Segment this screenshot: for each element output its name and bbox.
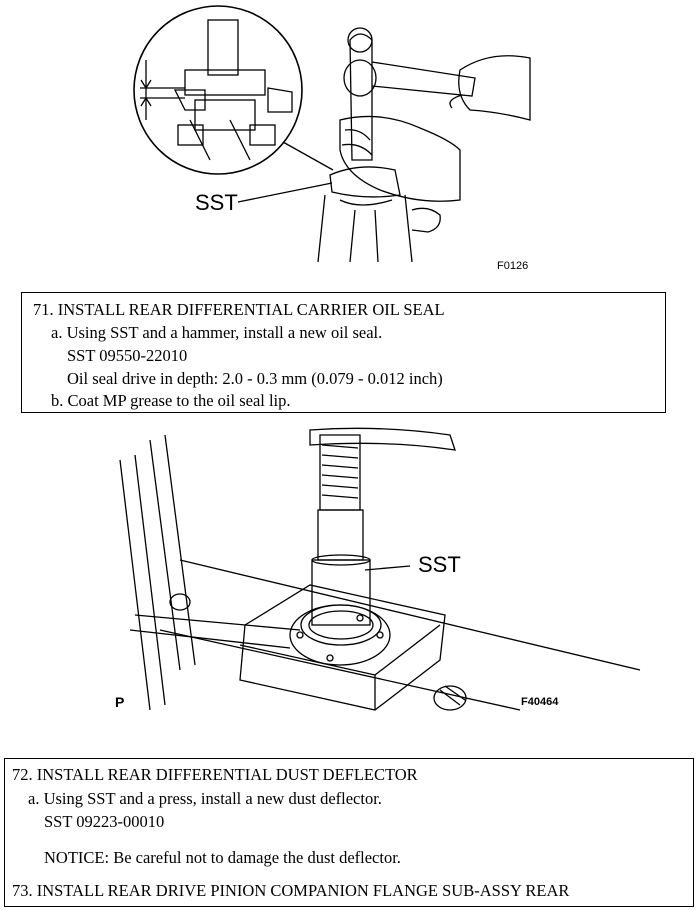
oil-seal-illustration — [133, 5, 531, 263]
dust-deflector-illustration — [119, 427, 641, 711]
step-73-heading: 73. INSTALL REAR DRIVE PINION COMPANION … — [12, 881, 570, 900]
step-71-depth: Oil seal drive in depth: 2.0 - 0.3 mm (0… — [67, 369, 443, 388]
step-72-sst: SST 09223-00010 — [44, 812, 165, 831]
sst-label: SST — [418, 552, 461, 577]
step-71-sst: SST 09550-22010 — [67, 346, 188, 365]
figure-code: F0126 — [497, 260, 529, 272]
figure-oil-seal-install: SST F0126 — [0, 0, 697, 285]
step-71-line-a: a. Using SST and a hammer, install a new… — [51, 323, 383, 342]
step-72-line-a: a. Using SST and a press, install a new … — [28, 789, 382, 808]
sst-label: SST — [195, 190, 238, 215]
step-71-line-b: b. Coat MP grease to the oil seal lip. — [51, 391, 291, 410]
step-71-heading: 71. INSTALL REAR DIFFERENTIAL CARRIER OI… — [33, 300, 445, 319]
p-label: P — [115, 694, 125, 710]
step-71-box: 71. INSTALL REAR DIFFERENTIAL CARRIER OI… — [21, 292, 666, 413]
step-72-box: 72. INSTALL REAR DIFFERENTIAL DUST DEFLE… — [4, 758, 694, 907]
figure-code: F40464 — [521, 696, 559, 708]
step-72-notice: NOTICE: Be careful not to damage the dus… — [44, 848, 401, 867]
figure-dust-deflector-install: SST P F40464 — [0, 420, 697, 720]
step-72-heading: 72. INSTALL REAR DIFFERENTIAL DUST DEFLE… — [12, 765, 418, 784]
